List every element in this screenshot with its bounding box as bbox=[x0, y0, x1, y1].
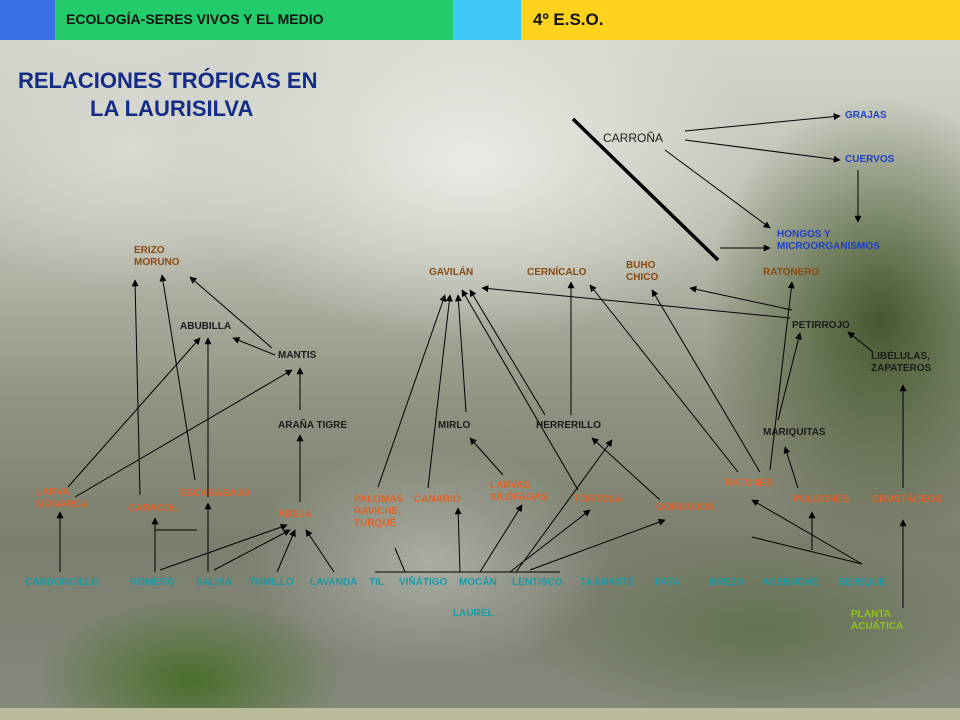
diagram-title-line2: LA LAURISILVA bbox=[90, 96, 254, 121]
node-crustaceos: CRUSTÁCEOS bbox=[872, 494, 943, 505]
arrow-carrona-hongos bbox=[664, 149, 771, 229]
plant-tomillo: TOMILLO bbox=[249, 577, 294, 588]
arrow-ratones-buho bbox=[651, 289, 761, 473]
plant-cardoncillo: CARDONCILLO bbox=[25, 577, 99, 588]
arrow-carrona-cuervos bbox=[684, 139, 841, 163]
node-grajas: GRAJAS bbox=[845, 110, 887, 121]
arrow-monarca-mantis bbox=[74, 369, 293, 498]
course-grade: 4º E.S.O. bbox=[533, 10, 604, 29]
carrion-divider-line bbox=[571, 117, 720, 262]
subject-title: ECOLOGÍA-SERES VIVOS Y EL MEDIO bbox=[66, 11, 324, 27]
arrow-bejeque-ratones bbox=[751, 499, 863, 565]
node-ratones: RATONES bbox=[725, 478, 773, 489]
arrow-mocan-herrerillo bbox=[515, 439, 613, 573]
arrow-tomillo-abeja bbox=[276, 529, 296, 573]
plant-acebuche: ACEBUCHE bbox=[762, 577, 819, 588]
plant-vinatigo: VIÑÁTIGO bbox=[399, 577, 448, 588]
node-pulgones: PULGONES bbox=[793, 494, 850, 505]
node-tortola: TÓRTOLA bbox=[574, 494, 623, 505]
arrow-larvas-mirlo bbox=[469, 437, 504, 476]
plant-til: TIL bbox=[369, 577, 384, 588]
arrow-petirrojo-gavilan bbox=[481, 285, 791, 319]
node-gavilan: GAVILÁN bbox=[429, 267, 474, 278]
arrow-mariquitas-petirrojo bbox=[777, 332, 802, 421]
arrow-palomas-gavilan bbox=[377, 294, 447, 488]
arrow-ratones-cernicalo bbox=[589, 284, 739, 473]
plant-bejeque: BEJEQUE bbox=[838, 577, 886, 588]
plant-brezo: BREZO bbox=[709, 577, 744, 588]
arrow-monarca-abubilla bbox=[67, 337, 201, 488]
plant-lavanda: LAVANDA bbox=[310, 577, 358, 588]
arrow-pulgones-mariquitas bbox=[783, 446, 799, 489]
arrow-carrona-grajas bbox=[684, 113, 841, 132]
node-abeja: ABEJA bbox=[278, 509, 312, 520]
node-carrona: CARROÑA bbox=[603, 131, 664, 145]
plant-mocan: MOCÁN bbox=[459, 577, 497, 588]
arrow-salvia-abeja bbox=[213, 529, 291, 571]
arrow-mantis-abubilla bbox=[232, 337, 276, 356]
arrow-escarabajo-erizo bbox=[159, 274, 196, 481]
arrow-mirlo-gavilan bbox=[454, 294, 467, 413]
plant-bracket-mid bbox=[394, 547, 406, 573]
node-herrerillo: HERRERILLO bbox=[536, 420, 601, 431]
plant-faya: FAYA bbox=[655, 577, 680, 588]
forest-background bbox=[0, 40, 960, 708]
arrow-lentisco-gorgojos bbox=[529, 518, 666, 571]
plant-tajinaste: TAJINASTE bbox=[580, 577, 635, 588]
node-mirlo: MIRLO bbox=[438, 420, 471, 431]
footer-bar bbox=[0, 708, 960, 720]
node-abubilla: ABUBILLA bbox=[180, 321, 232, 332]
arrow-romero-abeja bbox=[159, 523, 288, 571]
arrow-canario-gavilan bbox=[427, 294, 453, 489]
diagram-title-line1: RELACIONES TRÓFICAS EN bbox=[18, 68, 318, 93]
plant-laurel: LAUREL bbox=[453, 608, 494, 619]
header-accent-middle bbox=[453, 0, 521, 40]
arrow-caracol-erizo bbox=[131, 279, 141, 496]
header-accent-left bbox=[0, 0, 55, 40]
arrow-ratones-ratonero bbox=[769, 281, 795, 471]
header-subject-block bbox=[55, 0, 453, 40]
arrow-herrerillo-gavilan bbox=[469, 289, 546, 416]
node-libelulas: LIBÉLULAS,ZAPATEROS bbox=[871, 351, 932, 374]
plant-salvia: SALVIA bbox=[196, 577, 232, 588]
node-gorgojos: GORGOJOS bbox=[656, 502, 715, 513]
node-canario: CANARIO bbox=[414, 494, 461, 505]
node-ratonero: RATONERO bbox=[763, 267, 820, 278]
node-escarabajo: ESCARABAJO bbox=[180, 488, 251, 499]
arrow-tortola-gavilan bbox=[461, 289, 579, 491]
arrow-lavanda-abeja bbox=[305, 529, 335, 573]
arrow-til-canario bbox=[454, 507, 462, 573]
node-mantis: MANTIS bbox=[278, 350, 317, 361]
node-arana-tigre: ARAÑA TIGRE bbox=[278, 420, 348, 431]
arrow-mocan-larvas bbox=[479, 504, 523, 573]
node-caracol: CARACOL bbox=[128, 503, 178, 514]
arrow-gorgojos-herrerillo bbox=[591, 437, 661, 501]
arrow-petirrojo-buho bbox=[689, 285, 793, 311]
plant-romero: ROMERO bbox=[130, 577, 175, 588]
node-mariquitas: MARIQUITAS bbox=[763, 427, 826, 438]
node-cernicalo: CERNÍCALO bbox=[527, 267, 587, 278]
arrow-mantis-erizo bbox=[189, 276, 273, 349]
plant-lentisco: LENTISCO bbox=[512, 577, 563, 588]
node-petirrojo: PETIRROJO bbox=[792, 320, 850, 331]
node-cuervos: CUERVOS bbox=[845, 154, 895, 165]
plant-bracket-bejeque bbox=[751, 536, 863, 565]
arrow-libelulas-petirrojo bbox=[847, 331, 874, 353]
